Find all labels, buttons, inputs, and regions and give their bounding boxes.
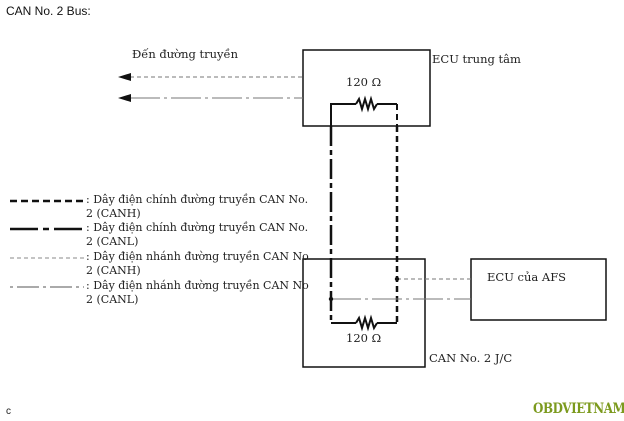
junction-connector-box <box>302 258 426 368</box>
legend-item-branch-canl: : Dây điện nhánh đường truyền CAN No 2 (… <box>86 279 309 306</box>
junction-dot <box>394 276 400 282</box>
junction-connector-label: CAN No. 2 J/C <box>429 351 513 365</box>
afs-ecu-box <box>470 258 607 321</box>
top-termination-wire <box>330 103 356 126</box>
arrow-left-icon <box>118 73 131 81</box>
afs-ecu-label: ECU của AFS <box>487 270 567 284</box>
resistor-top-value: 120 Ω <box>346 75 382 89</box>
diagram-title: CAN No. 2 Bus: <box>6 4 91 18</box>
legend-item-branch-canh: : Dây điện nhánh đường truyền CAN No 2 (… <box>86 250 309 277</box>
watermark-logo: OBDVIETNAM <box>533 401 624 417</box>
ecu-main-box <box>302 49 431 127</box>
ecu-main-label: ECU trung tâm <box>432 52 521 66</box>
junction-dot <box>328 296 334 302</box>
resistor-bottom-value: 120 Ω <box>346 331 382 345</box>
legend-item-main-canh: : Dây điện chính đường truyền CAN No. 2 … <box>86 193 309 220</box>
resistor-top-icon <box>355 95 378 113</box>
legend-item-main-canl: : Dây điện chính đường truyền CAN No. 2 … <box>86 221 309 248</box>
corner-label: c <box>6 406 11 417</box>
arrow-left-icon <box>118 94 131 102</box>
to-bus-label: Đến đường truyền <box>132 47 239 61</box>
resistor-bottom-icon <box>355 314 378 332</box>
